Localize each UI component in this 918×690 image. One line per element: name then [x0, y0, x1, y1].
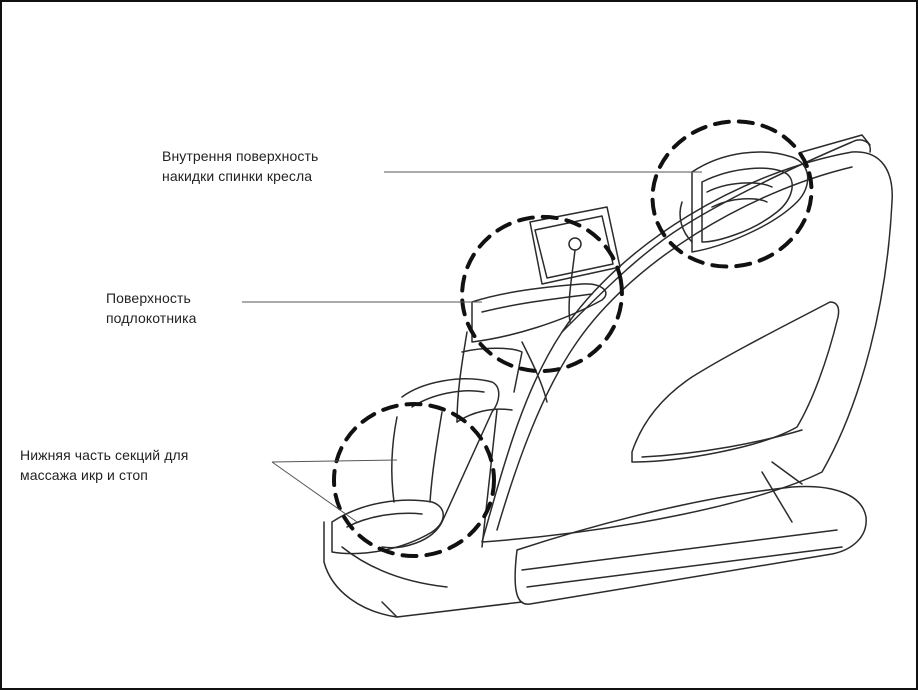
callout-calf-foot-sections: Нижняя часть секций для массажа икр и ст…	[20, 445, 188, 485]
callout-line: Внутрення поверхность	[162, 146, 318, 166]
callout-inner-backrest-cover: Внутрення поверхность накидки спинки кре…	[162, 146, 318, 186]
chair-shell	[482, 152, 892, 542]
leader-line-legrest-2	[272, 462, 357, 522]
highlight-circle-backrest	[636, 104, 828, 285]
leader-line-legrest-1	[272, 460, 397, 462]
chair-armrest	[457, 284, 606, 422]
chair-backrest	[562, 135, 870, 332]
callout-line: массажа икр и стоп	[20, 465, 188, 485]
callout-line: Поверхность	[106, 288, 196, 308]
callout-line: Нижняя часть секций для	[20, 445, 188, 465]
callout-line: подлокотника	[106, 308, 196, 328]
highlight-circle-legrest	[334, 404, 494, 556]
chair-legrest	[324, 379, 522, 617]
callout-armrest-surface: Поверхность подлокотника	[106, 288, 196, 328]
callout-line: накидки спинки кресла	[162, 166, 318, 186]
